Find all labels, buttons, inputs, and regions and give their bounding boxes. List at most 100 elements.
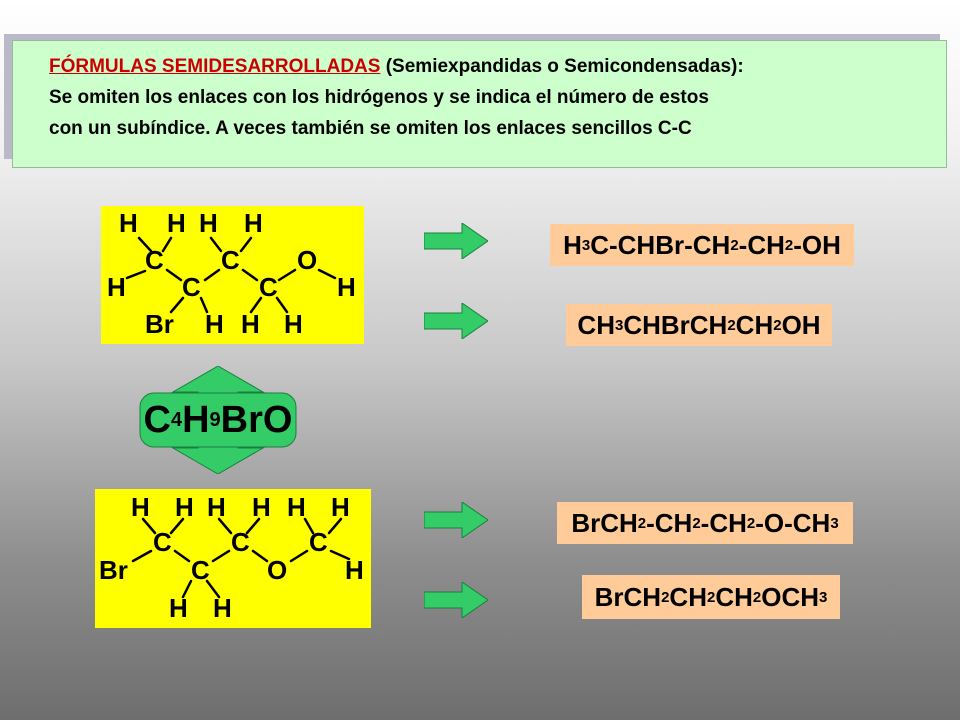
formula-subscript: 3 (581, 236, 591, 254)
header-box: FÓRMULAS SEMIDESARROLLADAS (Semiexpandid… (12, 40, 947, 168)
bond (211, 549, 231, 563)
atom-h: H (199, 208, 218, 238)
atom-h: H (244, 208, 263, 238)
atom-br: Br (99, 555, 128, 585)
atom-o: O (267, 555, 287, 585)
structure-1-box: H H H H C C H C C O H Br H H H (101, 206, 364, 344)
bond (125, 269, 147, 280)
arrow-right-icon (424, 502, 488, 538)
header-line-1: FÓRMULAS SEMIDESARROLLADAS (Semiexpandid… (49, 51, 946, 82)
formula-part: -OH (793, 229, 841, 260)
formula-subscript: 9 (209, 408, 221, 431)
bond (275, 296, 289, 314)
atom-c: C (153, 527, 172, 557)
structure-2-box: H H H H H H C C C Br C O H H H (95, 489, 371, 628)
formula-part: BrO (220, 398, 293, 441)
formula-part: CH (669, 581, 707, 612)
atom-h: H (119, 208, 138, 238)
structure-1-diagram: H H H H C C H C C O H Br H H H (107, 208, 356, 339)
formula-part: BrCH (571, 507, 638, 538)
formula-subscript: 2 (746, 514, 756, 532)
atom-h: H (175, 492, 194, 522)
formula-part: CHBrCH (623, 309, 728, 340)
bond (181, 579, 193, 599)
bond (131, 549, 153, 563)
formula-subscript: 2 (773, 316, 782, 334)
bond (205, 579, 221, 599)
bond (249, 296, 263, 314)
atom-h: H (107, 272, 126, 302)
bond (303, 517, 315, 535)
formula-subscript: 2 (727, 316, 736, 334)
formula-part: -CH (738, 229, 785, 260)
bond (165, 268, 183, 282)
atom-c: C (259, 272, 278, 302)
formula-part: H (563, 229, 582, 260)
formula-subscript: 4 (170, 408, 183, 431)
bond (327, 517, 343, 535)
atom-o: O (297, 245, 317, 275)
bond (203, 268, 221, 282)
atom-h: H (131, 492, 150, 522)
structure-2-diagram: H H H H H H C C C Br C O H H H (99, 492, 364, 623)
header-line-2: Se omiten los enlaces con los hidrógenos… (49, 87, 709, 108)
atom-h: H (345, 555, 364, 585)
bond (161, 236, 173, 253)
atom-c: C (182, 272, 201, 302)
bond (289, 549, 309, 563)
bond (173, 549, 191, 563)
atom-c: C (221, 245, 240, 275)
bond (239, 236, 253, 253)
formula-part: CH (715, 581, 753, 612)
formula-part: -CH (700, 507, 747, 538)
atom-h: H (207, 492, 226, 522)
atom-h: H (205, 309, 224, 339)
header-line-3: con un subíndice. A veces también se omi… (49, 118, 692, 139)
bond (209, 236, 223, 253)
atom-h: H (337, 272, 356, 302)
formula-subscript: 2 (706, 588, 716, 606)
formula-subscript: 3 (830, 514, 839, 532)
formula-subscript: 2 (730, 236, 739, 254)
formula-subscript: 2 (661, 588, 670, 606)
formula-part: C-CHBr-CH (590, 229, 731, 260)
formula-subscript: 3 (614, 316, 624, 334)
formula-part: C (143, 398, 171, 441)
formula-part: -O-CH (755, 507, 831, 538)
bond (217, 517, 233, 535)
atom-h: H (287, 492, 306, 522)
atom-br: Br (145, 309, 174, 339)
formula-part: H (182, 398, 210, 441)
formula-part: CH (577, 309, 615, 340)
formula-subscript: 3 (819, 588, 828, 606)
atom-h: H (252, 492, 271, 522)
formula-part: BrCH (594, 581, 662, 612)
formula-part: OCH (761, 581, 820, 612)
bond (277, 268, 297, 282)
header-title-rest: (Semiexpandidas o Semicondensadas): (380, 56, 744, 77)
bond (169, 517, 185, 535)
atom-h: H (213, 593, 232, 623)
formula-subscript: 2 (752, 588, 762, 606)
formula-part: OH (781, 309, 821, 340)
bond (251, 549, 269, 563)
atom-c: C (231, 527, 250, 557)
bond (245, 517, 261, 535)
formula-subscript: 2 (692, 514, 701, 532)
formula-part: CH (735, 309, 774, 340)
bond (329, 549, 351, 561)
formula-subscript: 2 (784, 236, 794, 254)
bond (141, 517, 157, 535)
bond (137, 236, 153, 253)
bond (199, 296, 209, 314)
bond (241, 268, 259, 282)
atom-c: C (145, 245, 164, 275)
arrow-right-icon (424, 223, 488, 259)
atom-c: C (191, 555, 210, 585)
arrow-right-icon (424, 582, 488, 618)
atom-h: H (241, 309, 260, 339)
